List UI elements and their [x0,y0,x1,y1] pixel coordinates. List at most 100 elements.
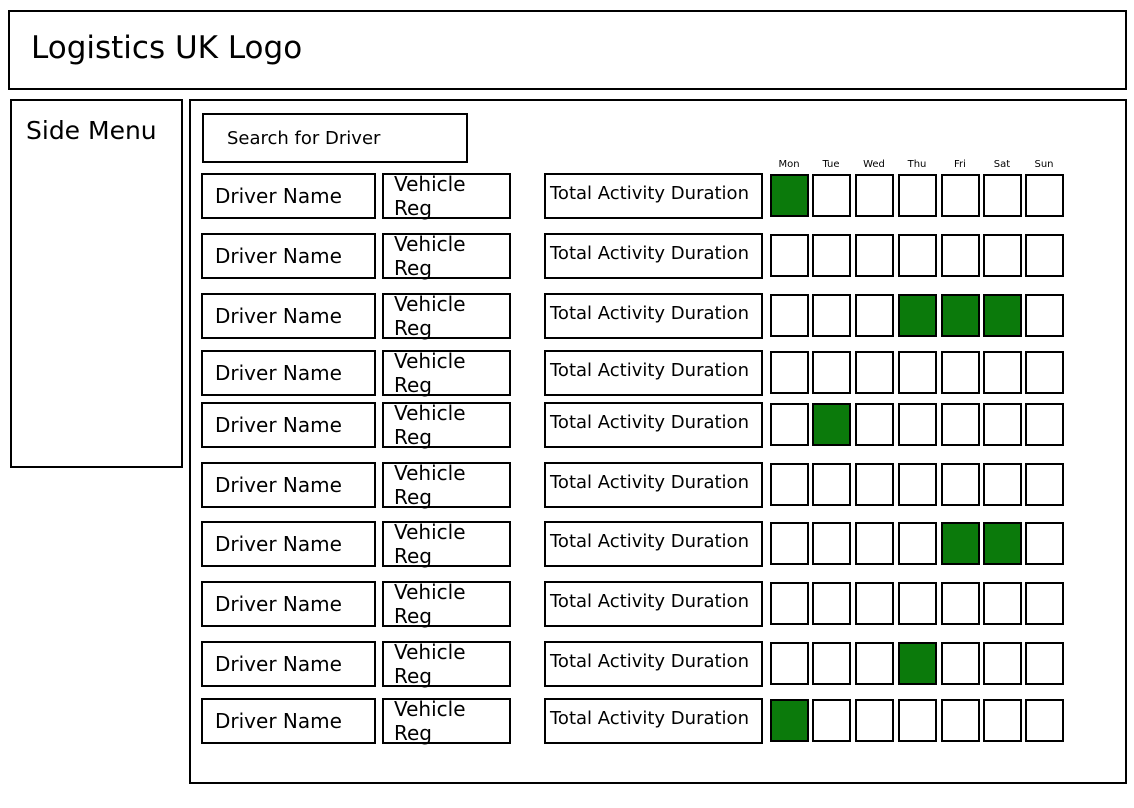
activity-duration-cell[interactable]: Total Activity Duration [544,462,763,508]
day-cell-thu[interactable] [898,522,937,565]
day-cell-tue[interactable] [812,351,851,394]
day-cell-thu[interactable] [898,234,937,277]
day-cell-mon[interactable] [770,294,809,337]
day-cell-thu[interactable] [898,463,937,506]
day-cell-wed[interactable] [855,174,894,217]
driver-name-cell[interactable]: Driver Name [201,173,376,219]
day-cell-tue[interactable] [812,174,851,217]
driver-name-cell[interactable]: Driver Name [201,521,376,567]
day-cell-sun[interactable] [1025,403,1064,446]
activity-duration-cell[interactable]: Total Activity Duration [544,641,763,687]
day-cell-mon[interactable] [770,582,809,625]
day-cell-sun[interactable] [1025,294,1064,337]
day-cell-fri[interactable] [941,582,980,625]
driver-name-cell[interactable]: Driver Name [201,402,376,448]
day-cell-mon[interactable] [770,522,809,565]
day-cell-fri[interactable] [941,403,980,446]
driver-name-cell[interactable]: Driver Name [201,581,376,627]
day-cell-tue[interactable] [812,463,851,506]
activity-duration-cell[interactable]: Total Activity Duration [544,521,763,567]
activity-duration-cell[interactable]: Total Activity Duration [544,698,763,744]
day-cell-sat[interactable] [983,403,1022,446]
day-cell-wed[interactable] [855,351,894,394]
day-cell-wed[interactable] [855,463,894,506]
search-driver-input[interactable]: Search for Driver [202,113,468,163]
activity-duration-cell[interactable]: Total Activity Duration [544,173,763,219]
day-cell-thu[interactable] [898,351,937,394]
day-cell-sun[interactable] [1025,699,1064,742]
day-cell-mon[interactable] [770,234,809,277]
day-cell-sun[interactable] [1025,234,1064,277]
driver-name-cell[interactable]: Driver Name [201,293,376,339]
day-cell-fri-active[interactable] [941,522,980,565]
day-cell-tue[interactable] [812,234,851,277]
day-cell-sat[interactable] [983,642,1022,685]
vehicle-reg-cell[interactable]: Vehicle Reg [382,292,511,340]
side-menu[interactable]: Side Menu [10,99,183,468]
vehicle-reg-cell[interactable]: Vehicle Reg [382,580,511,628]
vehicle-reg-cell[interactable]: Vehicle Reg [382,697,511,745]
day-cell-wed[interactable] [855,642,894,685]
activity-duration-cell[interactable]: Total Activity Duration [544,581,763,627]
day-cell-mon[interactable] [770,642,809,685]
day-cell-tue[interactable] [812,699,851,742]
day-cell-tue[interactable] [812,642,851,685]
day-cell-sun[interactable] [1025,174,1064,217]
day-cell-fri[interactable] [941,234,980,277]
activity-duration-cell[interactable]: Total Activity Duration [544,350,763,396]
day-cell-fri[interactable] [941,642,980,685]
vehicle-reg-cell[interactable]: Vehicle Reg [382,232,511,280]
day-cell-sat[interactable] [983,234,1022,277]
driver-name-cell[interactable]: Driver Name [201,641,376,687]
day-cell-mon[interactable] [770,463,809,506]
day-cell-fri[interactable] [941,463,980,506]
day-cell-fri-active[interactable] [941,294,980,337]
day-cell-mon[interactable] [770,351,809,394]
activity-duration-cell[interactable]: Total Activity Duration [544,293,763,339]
day-cell-sat[interactable] [983,699,1022,742]
vehicle-reg-cell[interactable]: Vehicle Reg [382,640,511,688]
day-cell-fri[interactable] [941,174,980,217]
day-cell-tue[interactable] [812,582,851,625]
day-cell-thu[interactable] [898,403,937,446]
vehicle-reg-cell[interactable]: Vehicle Reg [382,461,511,509]
driver-name-cell[interactable]: Driver Name [201,462,376,508]
day-cell-mon[interactable] [770,403,809,446]
day-cell-fri[interactable] [941,351,980,394]
day-cell-tue[interactable] [812,522,851,565]
driver-name-cell[interactable]: Driver Name [201,233,376,279]
day-cell-wed[interactable] [855,699,894,742]
day-cell-sat[interactable] [983,582,1022,625]
vehicle-reg-cell[interactable]: Vehicle Reg [382,172,511,220]
driver-name-cell[interactable]: Driver Name [201,698,376,744]
logo-placeholder[interactable]: Logistics UK Logo [31,30,303,66]
day-cell-thu[interactable] [898,699,937,742]
day-cell-thu[interactable] [898,582,937,625]
day-cell-wed[interactable] [855,582,894,625]
day-cell-sun[interactable] [1025,522,1064,565]
activity-duration-cell[interactable]: Total Activity Duration [544,233,763,279]
vehicle-reg-cell[interactable]: Vehicle Reg [382,520,511,568]
day-cell-thu-active[interactable] [898,642,937,685]
day-cell-sat[interactable] [983,351,1022,394]
vehicle-reg-cell[interactable]: Vehicle Reg [382,401,511,449]
driver-name-cell[interactable]: Driver Name [201,350,376,396]
day-cell-mon-active[interactable] [770,174,809,217]
day-cell-sat-active[interactable] [983,294,1022,337]
vehicle-reg-cell[interactable]: Vehicle Reg [382,349,511,397]
day-cell-thu-active[interactable] [898,294,937,337]
day-cell-mon-active[interactable] [770,699,809,742]
day-cell-wed[interactable] [855,294,894,337]
day-cell-wed[interactable] [855,522,894,565]
day-cell-fri[interactable] [941,699,980,742]
day-cell-sun[interactable] [1025,642,1064,685]
day-cell-tue[interactable] [812,294,851,337]
day-cell-sun[interactable] [1025,582,1064,625]
day-cell-wed[interactable] [855,403,894,446]
day-cell-sun[interactable] [1025,463,1064,506]
day-cell-sat-active[interactable] [983,522,1022,565]
activity-duration-cell[interactable]: Total Activity Duration [544,402,763,448]
day-cell-sun[interactable] [1025,351,1064,394]
day-cell-wed[interactable] [855,234,894,277]
day-cell-sat[interactable] [983,174,1022,217]
